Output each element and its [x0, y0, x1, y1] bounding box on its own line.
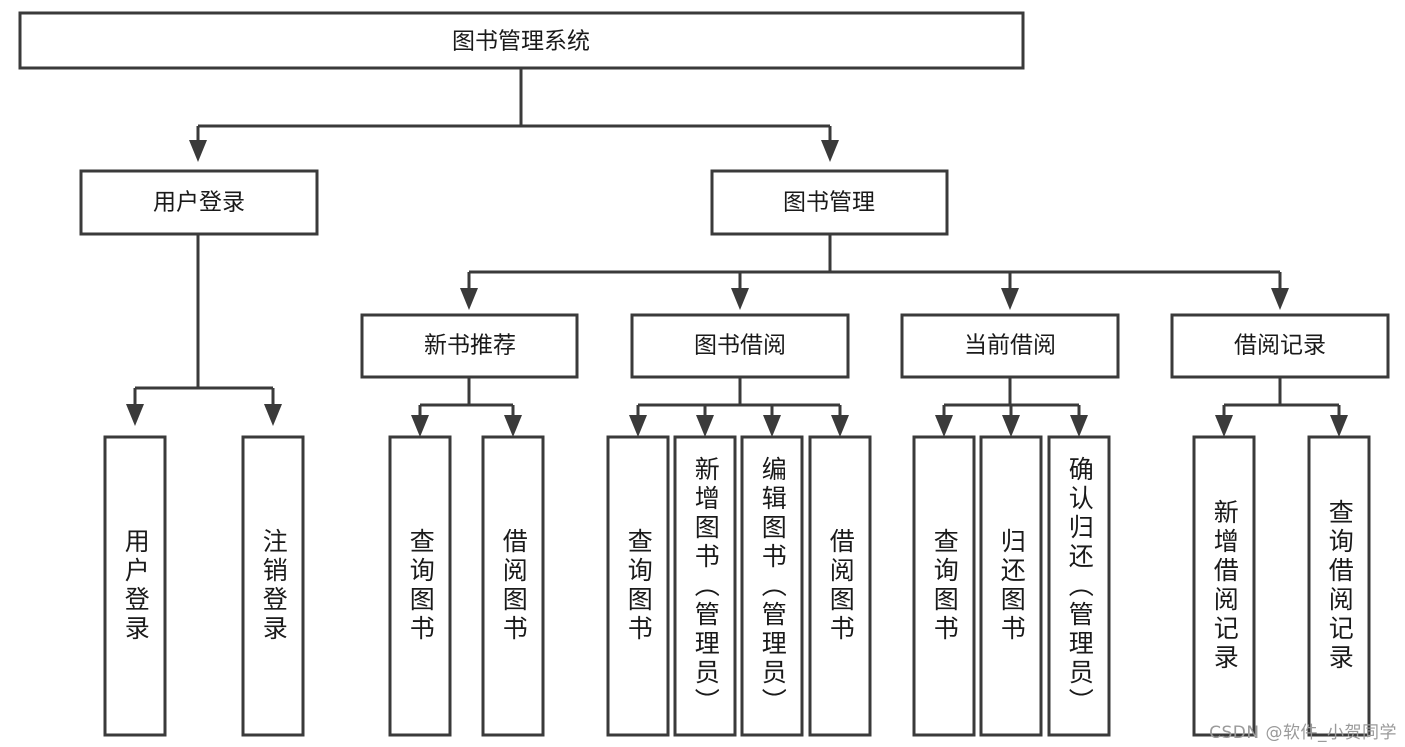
leaf-edit-book-box[interactable]	[740, 435, 804, 737]
leaf-confirm-return-box[interactable]	[1047, 435, 1111, 737]
arrow-borrow-record	[1271, 288, 1289, 310]
node-current-borrow[interactable]: 当前借阅	[900, 313, 1120, 379]
arrow-query-book-2	[629, 415, 647, 437]
book-management-box[interactable]	[710, 169, 949, 236]
leaf-user-login-box[interactable]	[103, 435, 167, 737]
arrow-query-record	[1330, 415, 1348, 437]
arrow-book-management	[821, 140, 839, 162]
arrow-query-book-1	[411, 415, 429, 437]
leaf-query-book-2-box[interactable]	[606, 435, 670, 737]
arrow-confirm-return	[1070, 415, 1088, 437]
node-new-book-recommend[interactable]: 新书推荐	[360, 313, 579, 379]
current-borrow-label: 当前借阅	[964, 333, 1056, 359]
connector-layer	[126, 68, 1348, 437]
borrow-record-label: 借阅记录	[1234, 333, 1326, 359]
user-login-box[interactable]	[79, 169, 319, 236]
node-book-management[interactable]: 图书管理	[710, 169, 949, 236]
leaf-return-book-box[interactable]	[979, 435, 1043, 737]
root-box[interactable]	[18, 11, 1025, 70]
book-borrow-box[interactable]	[630, 313, 850, 379]
csdn-watermark: CSDN @软件_小贺同学	[1209, 723, 1397, 743]
node-root[interactable]: 图书管理系统	[18, 11, 1025, 70]
arrow-add-book	[696, 415, 714, 437]
leaf-box-layer[interactable]	[103, 435, 1371, 737]
new-book-recommend-box[interactable]	[360, 313, 579, 379]
arrow-query-book-3	[935, 415, 953, 437]
leaf-query-book-3-box[interactable]	[912, 435, 976, 737]
arrow-new-book-recommend	[460, 288, 478, 310]
arrow-add-record	[1215, 415, 1233, 437]
leaf-borrow-book-2-box[interactable]	[808, 435, 872, 737]
arrow-current-borrow	[1001, 288, 1019, 310]
arrow-user-login	[189, 140, 207, 162]
leaf-add-record-box[interactable]	[1192, 435, 1256, 737]
current-borrow-box[interactable]	[900, 313, 1120, 379]
leaf-add-book-box[interactable]	[673, 435, 737, 737]
arrow-leaf-user-login	[126, 404, 144, 426]
book-borrow-label: 图书借阅	[694, 333, 786, 359]
node-book-borrow[interactable]: 图书借阅	[630, 313, 850, 379]
arrow-return-book	[1002, 415, 1020, 437]
borrow-record-box[interactable]	[1170, 313, 1390, 379]
arrow-book-borrow	[731, 288, 749, 310]
arrow-edit-book	[763, 415, 781, 437]
new-book-recommend-label: 新书推荐	[424, 333, 516, 359]
leaf-borrow-book-1-box[interactable]	[481, 435, 545, 737]
root-label: 图书管理系统	[452, 29, 590, 55]
arrow-leaf-user-logout	[264, 404, 282, 426]
user-login-label: 用户登录	[153, 190, 245, 216]
arrow-borrow-book-2	[831, 415, 849, 437]
leaf-user-logout-box[interactable]	[241, 435, 305, 737]
node-user-login[interactable]: 用户登录	[79, 169, 319, 236]
book-management-label: 图书管理	[783, 190, 875, 216]
arrow-borrow-book-1	[504, 415, 522, 437]
node-borrow-record[interactable]: 借阅记录	[1170, 313, 1390, 379]
leaf-query-book-1-box[interactable]	[388, 435, 452, 737]
leaf-query-record-box[interactable]	[1307, 435, 1371, 737]
